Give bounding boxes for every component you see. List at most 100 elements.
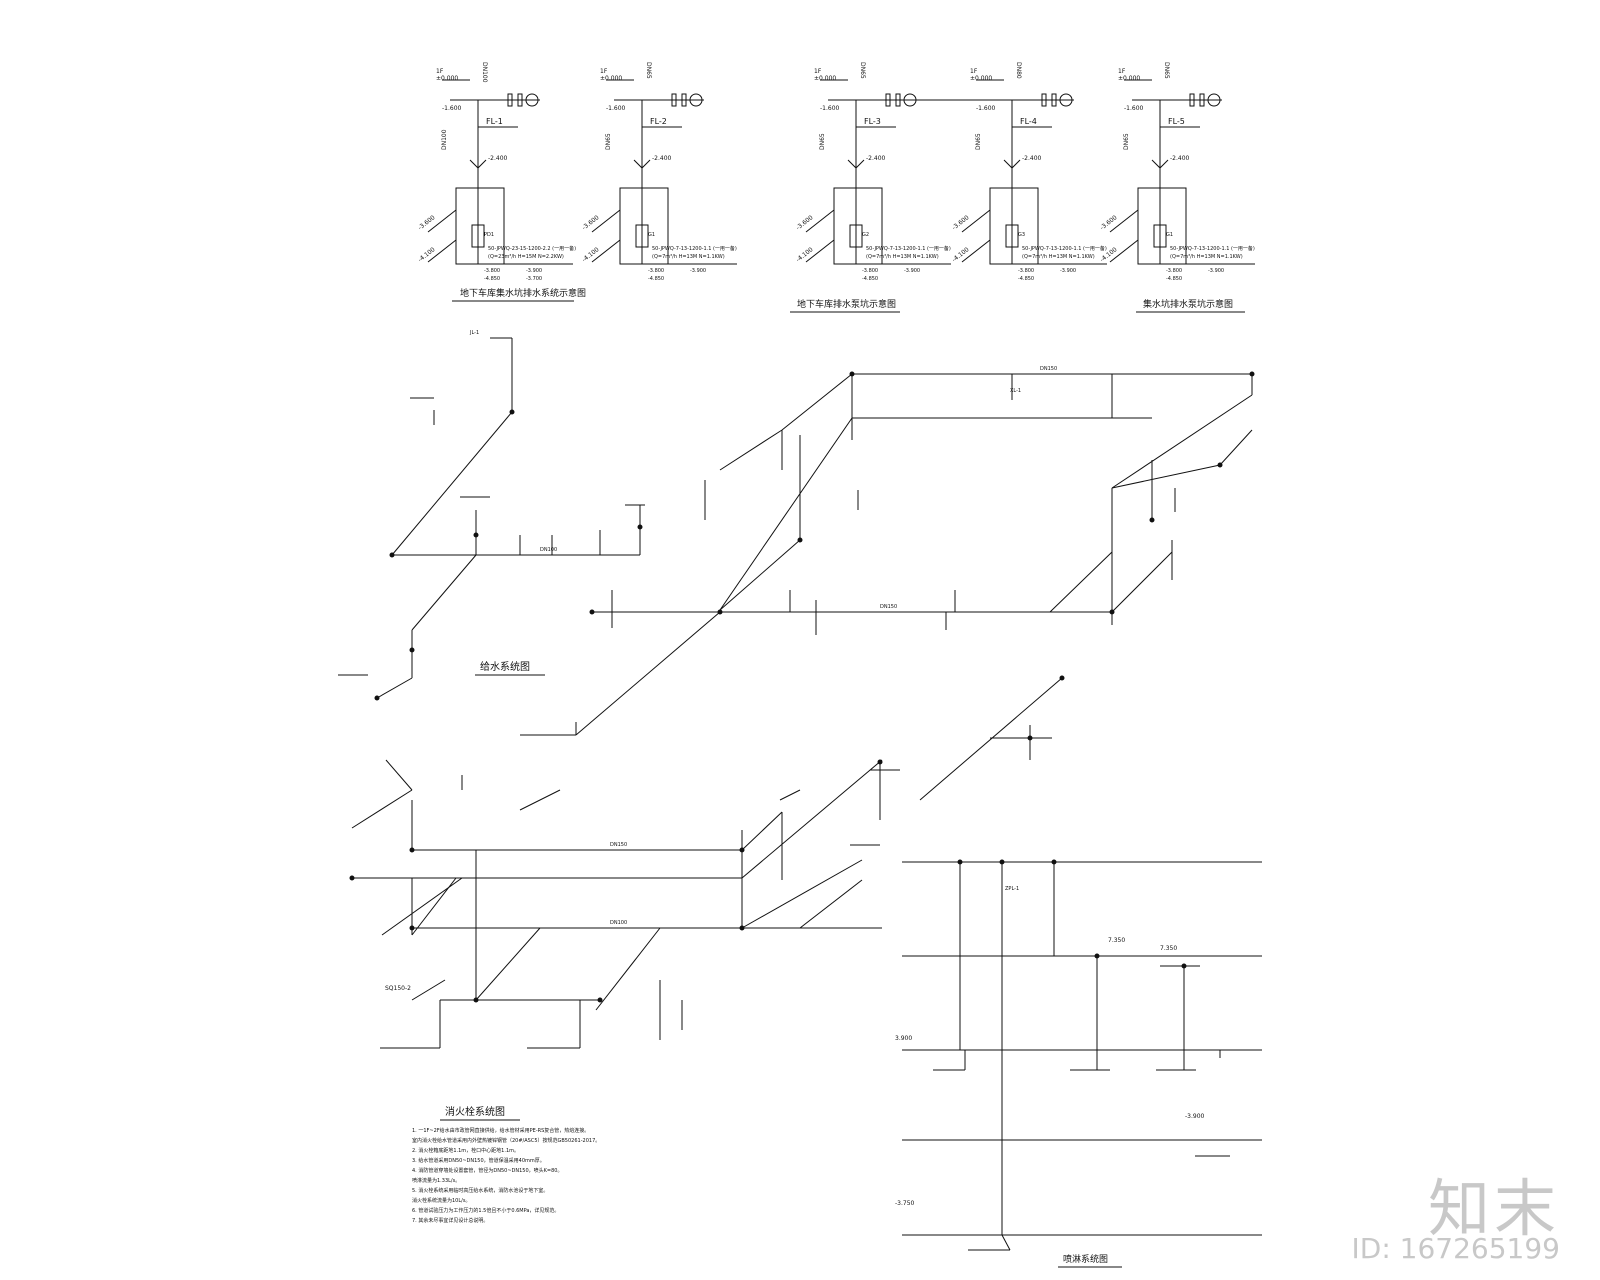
hydrant-label-dn: DN100 xyxy=(610,920,627,926)
riser-elev-pipe: -1.600 xyxy=(442,105,462,112)
riser-floor: 1F xyxy=(814,68,822,75)
riser-elev-pipe: -1.600 xyxy=(976,105,996,112)
elev-leader xyxy=(591,209,621,233)
riser-level-1: -3.800 xyxy=(862,268,878,274)
valve-icon xyxy=(1199,93,1205,107)
loop-label-dn-top: DN150 xyxy=(1040,366,1057,372)
riser-label: FL-1 xyxy=(486,117,503,126)
pit-outline xyxy=(619,187,669,265)
hydrant-label-dn-upper: DN150 xyxy=(610,842,627,848)
riser-elev-a: -3.600 xyxy=(581,214,601,232)
valve-icon xyxy=(507,93,513,107)
riser-dn-top: DN80 xyxy=(1015,62,1022,79)
riser-elev-b: -4.100 xyxy=(417,246,437,264)
riser-level-4: -3.700 xyxy=(526,276,542,282)
elev-leader xyxy=(427,209,457,233)
sprinkler-title: 喷淋系统图 xyxy=(1063,1253,1108,1265)
riser-dn-top: DN65 xyxy=(1163,62,1170,79)
riser-5 xyxy=(1109,79,1255,265)
riser-label: FL-3 xyxy=(864,117,881,126)
riser-dn-side: DN65 xyxy=(819,133,826,150)
hydrant-loop-labels: DN150 DN150 XL-1 xyxy=(880,366,1057,610)
riser-elev-mid: -2.400 xyxy=(1022,155,1042,162)
riser-elev-mid: -2.400 xyxy=(1170,155,1190,162)
riser-pump-spec: 50-JPWQ-7-13-1200-1.1 (一用一备) xyxy=(1170,245,1255,252)
note-line-5: 4. 消防管道穿墙处设置套管，管径为DN50~DN150，喷头K=80。 xyxy=(412,1167,562,1174)
riser-elev-b: -4.100 xyxy=(795,246,815,264)
riser-dn-side: DN100 xyxy=(441,129,448,150)
sprinkler-system xyxy=(902,859,1262,1251)
pump-icon xyxy=(471,224,485,248)
riser-floor: 1F xyxy=(600,68,608,75)
riser-pump-flow: (Q=7m³/h H=13M N=1.1KW) xyxy=(1022,254,1095,260)
riser-pump-spec: 50-JPWQ-7-13-1200-1.1 (一用一备) xyxy=(866,245,951,252)
pump-icon xyxy=(1005,224,1019,248)
elev-leader xyxy=(1109,239,1139,263)
sprinkler-label-zpl: ZPL-1 xyxy=(1005,886,1019,892)
hydrant-loop-upper xyxy=(520,371,1255,736)
riser-level-2: -3.900 xyxy=(526,268,542,274)
riser-pump-tag: G3 xyxy=(1018,232,1025,238)
note-line-1: 1. 一1F~2F给水由市政管网直接供给，给水管材采用PE-RS复合管，热熔连接… xyxy=(412,1127,589,1134)
riser-dn-side: DN65 xyxy=(1123,133,1130,150)
riser-level-1: -3.800 xyxy=(648,268,664,274)
riser-dn-side: DN65 xyxy=(975,133,982,150)
riser-elev-b: -4.100 xyxy=(951,246,971,264)
riser-4 xyxy=(961,79,1107,265)
note-line-4: 3. 给水管道采用DN50~DN150，管道保温采用40mm厚。 xyxy=(412,1157,545,1164)
valve-icon xyxy=(671,93,677,107)
water-supply-labels: DN100 JL-1 给水系统图 xyxy=(469,330,557,676)
riser-pump-flow: (Q=7m³/h H=13M N=1.1KW) xyxy=(866,254,939,260)
valve-icon xyxy=(517,93,523,107)
riser-pump-tag: G2 xyxy=(862,232,869,238)
riser-level-2: -3.900 xyxy=(904,268,920,274)
fire-hydrant-labels: SQ150-2 DN100 DN150 消火栓系统图 xyxy=(385,842,627,1121)
note-line-9: 6. 管道试验压力为工作压力的1.5倍且不小于0.6MPa，详见规范。 xyxy=(412,1207,559,1214)
riser-captions: 地下车库集水坑排水系统示意图 地下车库排水泵坑示意图 集水坑排水泵坑示意图 xyxy=(452,287,1245,313)
riser-level-2: -3.900 xyxy=(690,268,706,274)
sprinkler-labels: 7.350 7.350 3.900 -3.900 -3.750 ZPL-1 喷淋… xyxy=(895,886,1205,1268)
hydrant-label-sq: SQ150-2 xyxy=(385,985,411,992)
note-line-10: 7. 其余未尽事宜详见设计总说明。 xyxy=(412,1217,488,1224)
note-line-8: 消火栓系统流量为10L/s。 xyxy=(412,1197,470,1204)
riser-caption-5: 集水坑排水泵坑示意图 xyxy=(1143,298,1233,310)
riser-text-1: DN100DN1001F±0.000-1.600FL-1-2.400-3.600… xyxy=(417,62,576,282)
riser-elev-a: -3.600 xyxy=(951,214,971,232)
riser-dn-top: DN65 xyxy=(645,62,652,79)
note-line-6: 喷淋流量为1.33L/s。 xyxy=(412,1177,460,1184)
riser-elev-pipe: -1.600 xyxy=(1124,105,1144,112)
riser-level-2: -3.900 xyxy=(1208,268,1224,274)
fire-hydrant-title: 消火栓系统图 xyxy=(445,1105,505,1118)
riser-elev-b: -4.100 xyxy=(581,246,601,264)
pit-outline xyxy=(1137,187,1187,265)
riser-level-3: -4.850 xyxy=(484,276,500,282)
sprinkler-level-b: 7.350 xyxy=(1160,945,1177,952)
riser-diagrams: DN100DN1001F±0.000-1.600FL-1-2.400-3.600… xyxy=(417,62,1255,282)
riser-pump-flow: (Q=23m³/h H=15M N=2.2KW) xyxy=(488,254,564,260)
riser-caption-3: 地下车库排水泵坑示意图 xyxy=(797,298,896,310)
riser-elev0: ±0.000 xyxy=(600,75,622,82)
elev-leader xyxy=(427,239,457,263)
riser-level-3: -4.850 xyxy=(1166,276,1182,282)
riser-1 xyxy=(427,79,573,265)
riser-elev-pipe: -1.600 xyxy=(820,105,840,112)
valve-icon xyxy=(1189,93,1195,107)
design-notes: 1. 一1F~2F给水由市政管网直接供给，给水管材采用PE-RS复合管，热熔连接… xyxy=(412,1127,600,1224)
loop-label-dn-bottom: DN150 xyxy=(880,604,897,610)
supply-pipe-label-jl: JL-1 xyxy=(469,330,479,336)
pit-outline xyxy=(833,187,883,265)
riser-elev0: ±0.000 xyxy=(814,75,836,82)
check-valve-icon xyxy=(1151,159,1169,184)
riser-level-1: -3.800 xyxy=(1166,268,1182,274)
pit-outline xyxy=(989,187,1039,265)
riser-pump-tag: G1 xyxy=(648,232,655,238)
riser-elev0: ±0.000 xyxy=(970,75,992,82)
water-supply-system xyxy=(338,337,645,701)
branch-diagonal xyxy=(850,675,1065,846)
riser-elev-mid: -2.400 xyxy=(488,155,508,162)
pit-outline xyxy=(455,187,505,265)
riser-level-1: -3.800 xyxy=(1018,268,1034,274)
sprinkler-level-c: 3.900 xyxy=(895,1035,912,1042)
check-valve-icon xyxy=(1003,159,1021,184)
